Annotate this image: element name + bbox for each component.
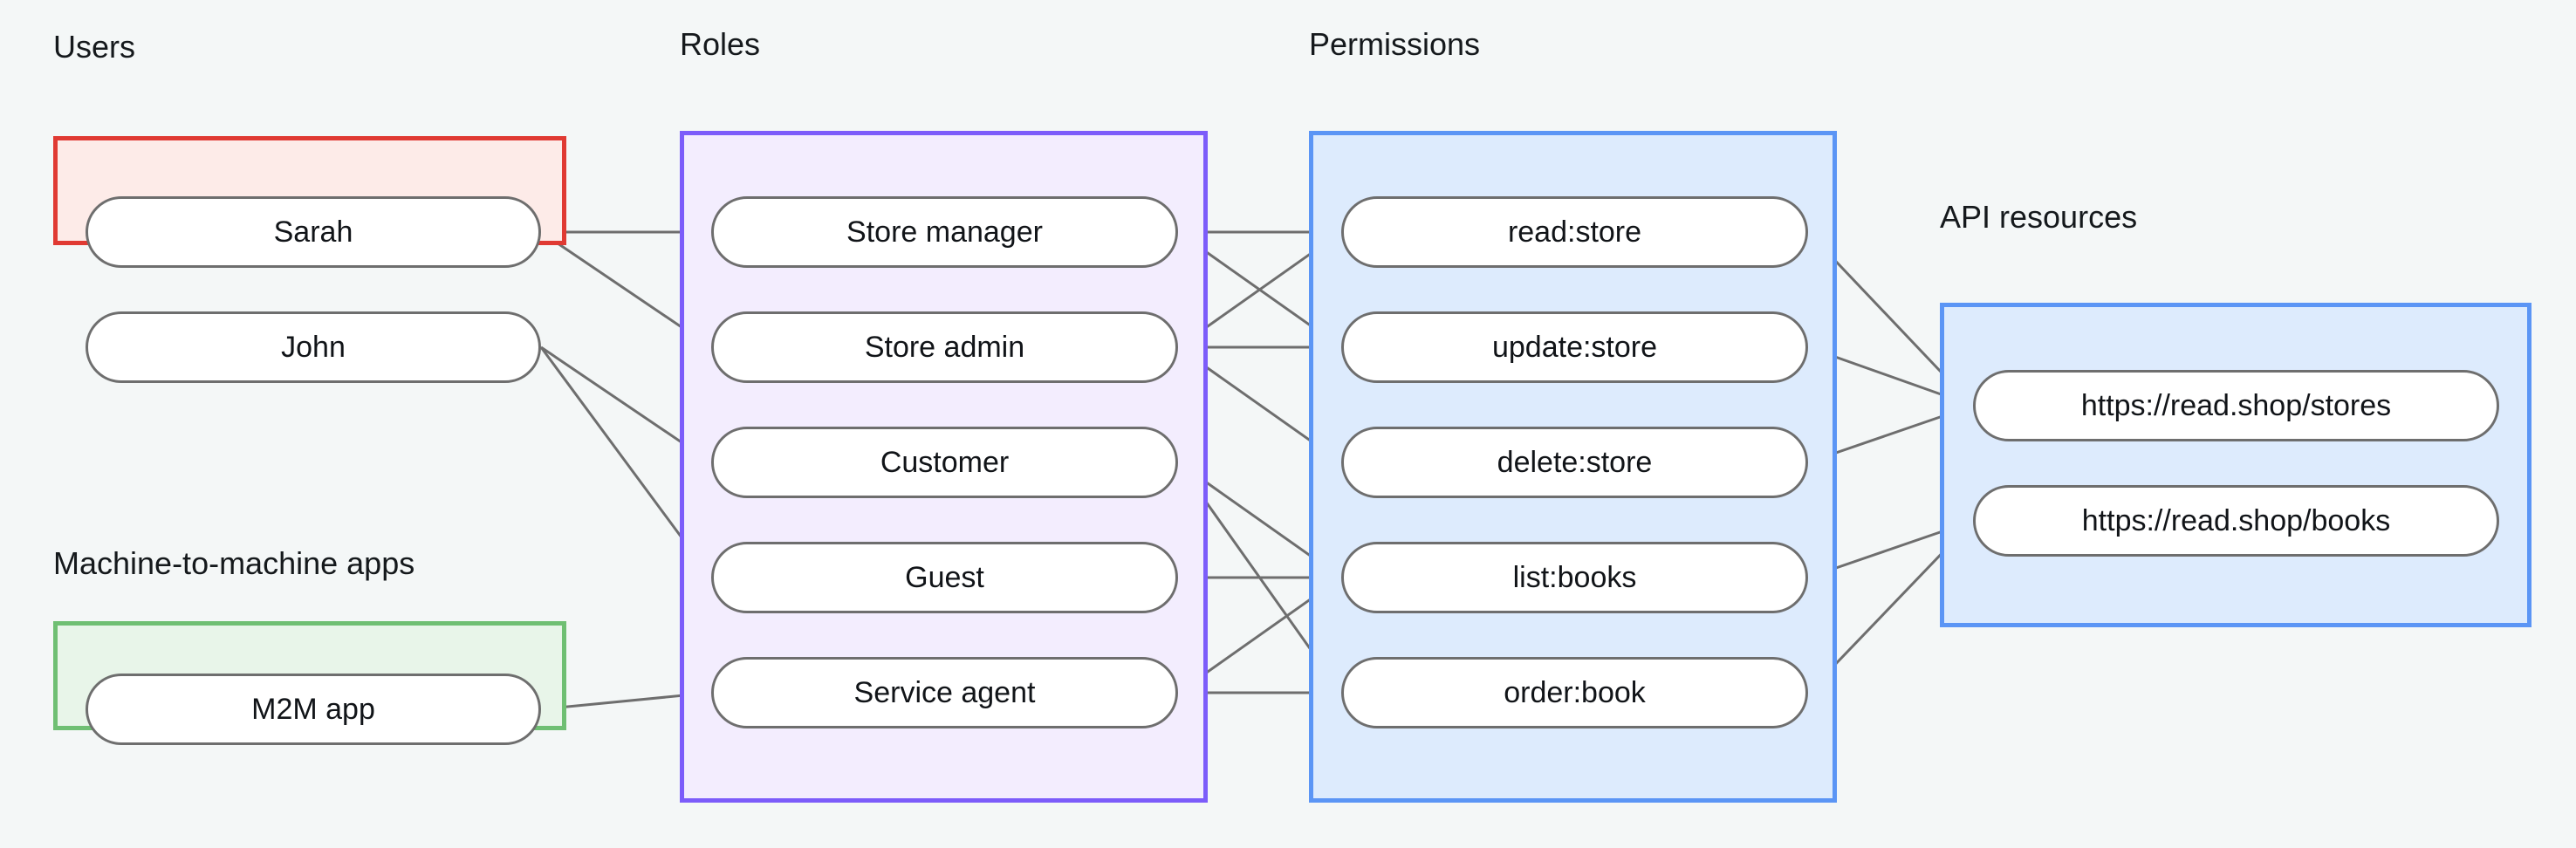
node-john[interactable]: John [86, 311, 541, 383]
node-customer[interactable]: Customer [711, 427, 1178, 498]
group-title-roles: Roles [680, 26, 761, 62]
node-m2m_app[interactable]: M2M app [86, 674, 541, 745]
node-list_books[interactable]: list:books [1341, 542, 1808, 613]
group-title-users: Users [53, 29, 136, 65]
node-read_store[interactable]: read:store [1341, 196, 1808, 268]
node-order_book[interactable]: order:book [1341, 657, 1808, 728]
node-guest[interactable]: Guest [711, 542, 1178, 613]
node-store_admin[interactable]: Store admin [711, 311, 1178, 383]
node-update_store[interactable]: update:store [1341, 311, 1808, 383]
node-store_manager[interactable]: Store manager [711, 196, 1178, 268]
node-delete_store[interactable]: delete:store [1341, 427, 1808, 498]
group-box-api_resources [1940, 303, 2531, 627]
node-books[interactable]: https://read.shop/books [1973, 485, 2499, 557]
node-service_agent[interactable]: Service agent [711, 657, 1178, 728]
group-title-permissions: Permissions [1309, 26, 1481, 62]
node-stores[interactable]: https://read.shop/stores [1973, 370, 2499, 441]
group-title-m2m: Machine-to-machine apps [53, 545, 415, 581]
group-title-api_resources: API resources [1940, 199, 2138, 235]
node-sarah[interactable]: Sarah [86, 196, 541, 268]
